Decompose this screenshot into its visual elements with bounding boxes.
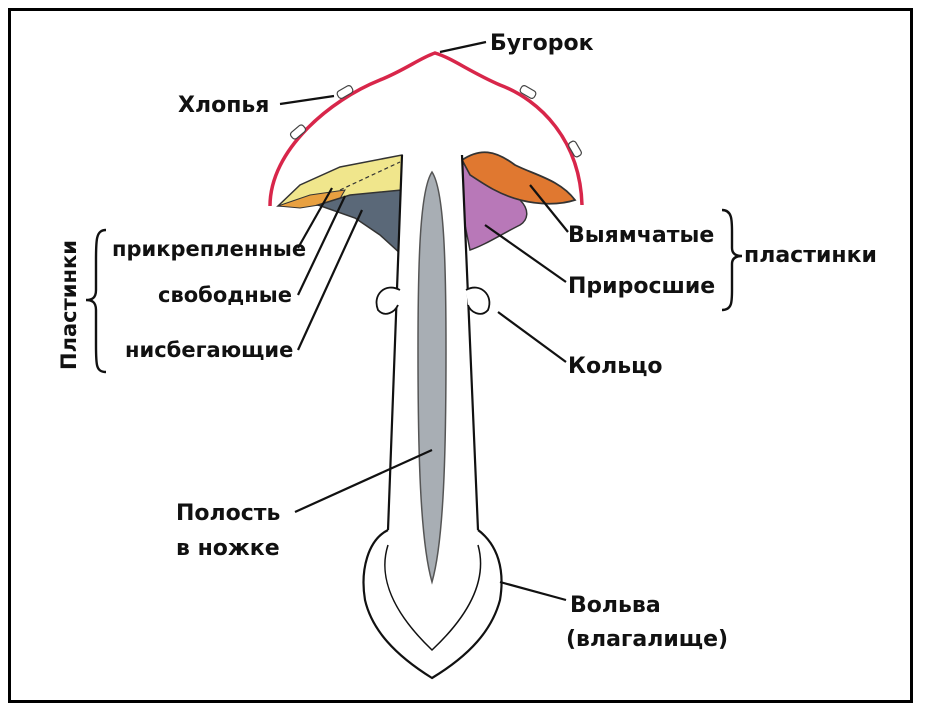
label-tubercle: Бугорок [490,31,594,56]
flake [519,85,537,99]
volva-inner [384,544,482,652]
label-gills-right: пластинки [744,243,877,268]
label-adnate: Приросшие [568,274,715,299]
leader-notched [529,184,569,233]
label-flakes: Хлопья [178,93,269,118]
label-notched: Выямчатые [568,223,714,248]
flake [568,140,582,158]
gills-adnate-region [461,159,528,251]
ring-right [465,286,491,315]
label-decurrent: нисбегающие [125,338,293,362]
leader-free [297,195,346,296]
leader-flakes [279,94,335,106]
leader-tubercle [439,40,487,54]
label-volva-2: (влагалище) [566,627,728,652]
volva [362,529,503,680]
brace-left [85,228,107,374]
leader-adnate [484,224,567,283]
diagram-frame [8,8,913,703]
leader-attached [297,187,333,249]
label-stem-cavity-1: Полость [176,501,280,526]
label-attached: прикрепленные [112,237,306,261]
ring-left [375,286,401,315]
leader-stem-cavity [294,448,433,514]
label-gills-left: Пластинки [57,240,81,370]
label-free: свободные [158,283,292,307]
label-volva-1: Вольва [570,593,661,618]
flake [336,85,354,99]
label-ring: Кольцо [568,354,663,379]
leader-volva [499,580,567,602]
label-stem-cavity-2: в ножке [176,536,280,561]
stem-cavity [417,170,447,585]
flake [289,124,307,140]
cap-outline [268,51,584,207]
leader-ring [497,311,567,363]
brace-right [721,208,743,312]
leader-decurrent [296,209,364,351]
